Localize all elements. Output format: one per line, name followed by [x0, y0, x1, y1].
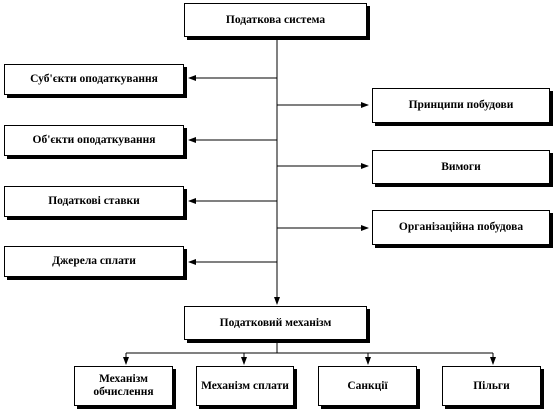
sanctions-node: Санкції: [318, 366, 417, 406]
requirements-node-label: Вимоги: [441, 160, 481, 173]
benefits-node: Пільги: [442, 366, 541, 406]
root-node: Податкова система: [184, 3, 367, 37]
objects-node: Об'єкти оподаткування: [4, 125, 184, 156]
payment-node-label: Механізм сплати: [201, 379, 289, 392]
benefits-node-label: Пільги: [473, 379, 510, 392]
root-node-label: Податкова система: [225, 13, 326, 26]
mechanism-node-label: Податковий механізм: [219, 316, 332, 329]
principles-node: Принципи побудови: [372, 88, 550, 123]
subjects-node-label: Суб'єкти оподаткування: [30, 73, 158, 85]
sanctions-node-label: Санкції: [347, 379, 388, 392]
calculation-node: Механізм обчислення: [74, 366, 173, 406]
objects-node-label: Об'єкти оподаткування: [32, 134, 156, 146]
rates-node: Податкові ставки: [4, 186, 184, 217]
organization-node: Організаційна побудова: [372, 210, 550, 245]
organization-node-label: Організаційна побудова: [398, 221, 524, 233]
sources-node-label: Джерела сплати: [52, 255, 136, 267]
requirements-node: Вимоги: [372, 150, 550, 184]
sources-node: Джерела сплати: [4, 246, 184, 277]
payment-node: Механізм сплати: [196, 366, 294, 406]
subjects-node: Суб'єкти оподаткування: [4, 64, 184, 95]
calculation-node-label: Механізм обчислення: [93, 373, 154, 398]
principles-node-label: Принципи побудови: [408, 99, 514, 111]
rates-node-label: Податкові ставки: [48, 195, 140, 207]
mechanism-node: Податковий механізм: [184, 306, 367, 340]
